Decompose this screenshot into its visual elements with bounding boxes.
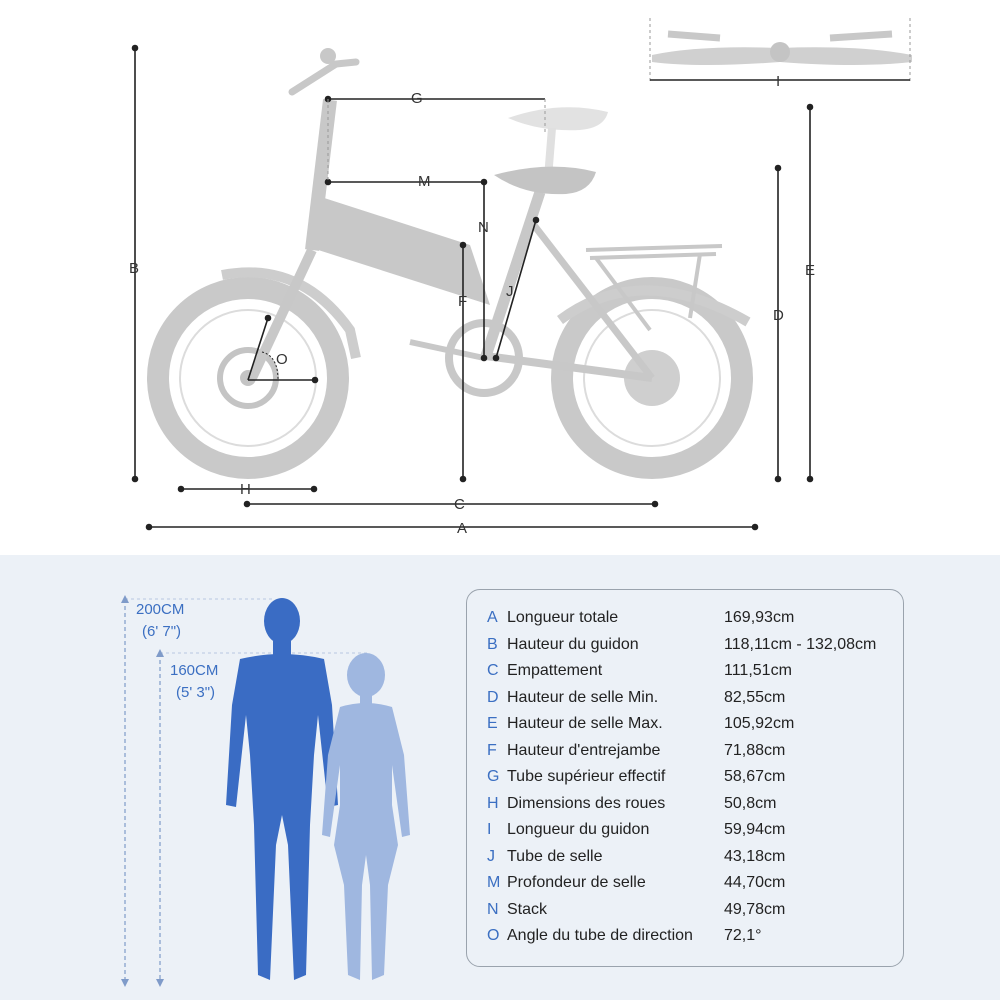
seat-min — [494, 166, 596, 195]
spec-name: Angle du tube de direction — [507, 927, 693, 944]
spec-letter: B — [487, 636, 498, 653]
male-silhouette — [226, 598, 338, 980]
dim-label-M: M — [418, 173, 431, 190]
dim-label-A: A — [457, 520, 467, 537]
spec-value: 111,51cm — [724, 662, 792, 679]
spec-value: 49,78cm — [724, 901, 786, 918]
dim-label-I: I — [776, 73, 780, 90]
tall-height-cm: 200CM — [136, 601, 185, 618]
spec-name: Longueur totale — [507, 609, 619, 626]
spec-row: O Angle du tube de direction 72,1° — [467, 923, 903, 949]
size-and-specs-panel: 200CM (6' 7") 160CM (5' 3") A Longueur to… — [0, 555, 1000, 1000]
dim-label-N: N — [478, 219, 489, 236]
handlebar-top-view — [652, 30, 912, 65]
spec-value: 59,94cm — [724, 821, 786, 838]
spec-row: I Longueur du guidon 59,94cm — [467, 817, 903, 843]
spec-name: Stack — [507, 901, 548, 918]
spec-letter: I — [487, 821, 492, 838]
rear-fender — [557, 285, 751, 327]
spec-row: E Hauteur de selle Max. 105,92cm — [467, 711, 903, 737]
spec-name: Longueur du guidon — [507, 821, 650, 838]
bike-geometry-diagram: B E D F N G M J O H C A I — [129, 18, 912, 537]
spec-row: A Longueur totale 169,93cm — [467, 605, 903, 631]
dimension-guides — [327, 99, 546, 182]
spec-value: 71,88cm — [724, 742, 786, 759]
dim-label-C: C — [454, 496, 465, 513]
spec-letter: M — [487, 874, 501, 891]
spec-name: Tube de selle — [507, 848, 603, 865]
spec-letter: D — [487, 689, 499, 706]
spec-name: Hauteur de selle Max. — [507, 715, 663, 732]
dim-label-H: H — [240, 481, 251, 498]
female-silhouette — [322, 653, 410, 980]
spec-row: M Profondeur de selle 44,70cm — [467, 870, 903, 896]
spec-letter: C — [487, 662, 499, 679]
short-height-ft: (5' 3") — [176, 684, 216, 701]
spec-name: Tube supérieur effectif — [507, 768, 666, 785]
spec-value: 105,92cm — [724, 715, 795, 732]
spec-letter: A — [487, 609, 498, 626]
dim-label-G: G — [411, 90, 423, 107]
short-height-cm: 160CM — [170, 662, 219, 679]
dim-label-D: D — [773, 307, 784, 324]
spec-letter: F — [487, 742, 497, 759]
spec-letter: O — [487, 927, 500, 944]
spec-value: 72,1° — [724, 927, 762, 944]
dim-label-J: J — [506, 283, 514, 300]
spec-value: 169,93cm — [724, 609, 795, 626]
spec-row: C Empattement 111,51cm — [467, 658, 903, 684]
spec-row: G Tube supérieur effectif 58,67cm — [467, 764, 903, 790]
spec-row: H Dimensions des roues 50,8cm — [467, 791, 903, 817]
spec-letter: J — [487, 848, 495, 865]
spec-row: N Stack 49,78cm — [467, 897, 903, 923]
spec-row: B Hauteur du guidon 118,11cm - 132,08cm — [467, 632, 903, 658]
spec-letter: E — [487, 715, 498, 732]
spec-value: 82,55cm — [724, 689, 786, 706]
spec-name: Empattement — [507, 662, 603, 679]
spec-letter: N — [487, 901, 499, 918]
handlebar — [288, 48, 360, 96]
front-wheel — [147, 277, 349, 479]
spec-table: A Longueur totale 169,93cm B Hauteur du gui… — [466, 589, 904, 967]
spec-name: Hauteur d'entrejambe — [507, 742, 661, 759]
spec-row: F Hauteur d'entrejambe 71,88cm — [467, 738, 903, 764]
dimension-lines — [131, 44, 910, 531]
spec-value: 44,70cm — [724, 874, 786, 891]
rear-rack — [585, 244, 723, 332]
dim-label-O: O — [276, 351, 288, 368]
tall-height-ft: (6' 7") — [142, 623, 182, 640]
dim-label-F: F — [458, 293, 467, 310]
dim-label-E: E — [805, 262, 815, 279]
spec-value: 43,18cm — [724, 848, 786, 865]
spec-value: 118,11cm - 132,08cm — [724, 636, 877, 653]
spec-row: D Hauteur de selle Min. 82,55cm — [467, 685, 903, 711]
bike-frame — [247, 99, 655, 397]
spec-name: Hauteur du guidon — [507, 636, 639, 653]
spec-letter: G — [487, 768, 500, 785]
spec-name: Dimensions des roues — [507, 795, 666, 812]
height-comparison — [121, 595, 410, 987]
spec-name: Profondeur de selle — [507, 874, 646, 891]
spec-letter: H — [487, 795, 499, 812]
spec-value: 58,67cm — [724, 768, 786, 785]
spec-value: 50,8cm — [724, 795, 777, 812]
dim-label-B: B — [129, 260, 139, 277]
spec-row: J Tube de selle 43,18cm — [467, 844, 903, 870]
spec-name: Hauteur de selle Min. — [507, 689, 659, 706]
